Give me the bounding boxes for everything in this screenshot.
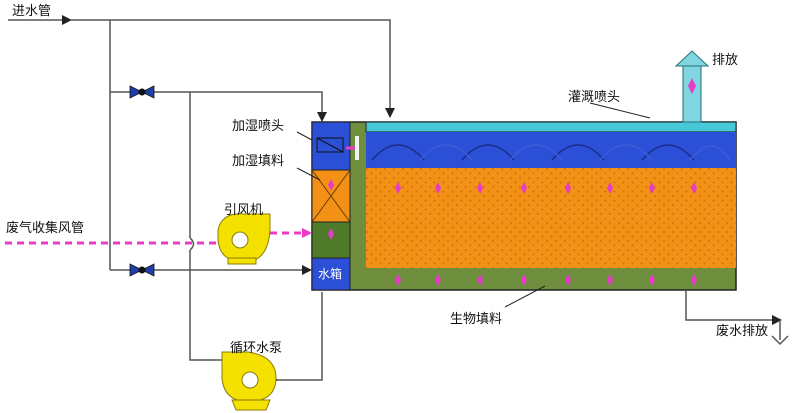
label-circulation-pump: 循环水泵 — [230, 341, 282, 356]
induced-fan-icon[interactable] — [217, 213, 271, 265]
bio-packing-bed — [366, 168, 736, 268]
circulation-pump-icon[interactable] — [221, 351, 277, 411]
humid-nozzle-icon — [316, 137, 344, 153]
label-induced-fan: 引风机 — [224, 203, 263, 218]
gas-flow-marker — [521, 182, 527, 194]
gas-flow-marker — [435, 274, 441, 286]
pump-suction — [189, 250, 222, 361]
packing-cross-b — [311, 169, 351, 223]
label-wastewater-discharge: 废水排放 — [716, 323, 768, 339]
gas-flow-marker — [565, 182, 571, 194]
gas-flow-marker — [328, 228, 334, 240]
drain-symbol — [771, 335, 789, 346]
wastewater-line — [685, 290, 782, 325]
valve-upper[interactable] — [129, 85, 155, 99]
label-inlet-pipe: 进水管 — [12, 4, 51, 19]
gas-flow-marker — [477, 274, 483, 286]
humid-feed — [110, 91, 327, 122]
leader-spray — [589, 102, 651, 119]
label-water-tank: 水箱 — [318, 266, 342, 281]
gas-flow-marker — [649, 274, 655, 286]
leader-humid-packing — [296, 167, 321, 181]
leader-bio-packing — [504, 285, 546, 308]
gas-flow-marker — [565, 274, 571, 286]
exhaust-flow-mark — [688, 78, 696, 94]
gas-flow-marker — [691, 274, 697, 286]
tank-to-pump — [268, 292, 323, 385]
exhaust-arrow — [674, 50, 710, 67]
label-bio-packing: 生物填料 — [450, 312, 502, 327]
humid-nozzle-mark — [316, 137, 344, 153]
water-tank-box — [311, 257, 351, 291]
gas-flow-marker — [477, 182, 483, 194]
label-exhaust: 排放 — [712, 53, 738, 68]
label-waste-gas-duct: 废气收集风管 — [6, 220, 84, 236]
gas-flow-marker — [328, 179, 334, 191]
top-cover — [365, 121, 737, 133]
gas-flow-marker — [607, 274, 613, 286]
gas-flow-marker — [607, 182, 613, 194]
leader-humid-nozzle — [296, 131, 313, 141]
gas-flow-marker — [395, 274, 401, 286]
gas-flow-marker — [691, 182, 697, 194]
gas-flow-marker — [649, 182, 655, 194]
biofilter-tank — [311, 121, 737, 291]
gas-flow-marker — [435, 182, 441, 194]
exhaust-stack — [674, 50, 710, 123]
pipe-crossover — [189, 237, 195, 251]
gas-flow-marker — [521, 274, 527, 286]
spray-arcs — [371, 144, 731, 161]
label-spray-nozzle: 灌溉喷头 — [568, 90, 620, 105]
label-humid-nozzle: 加湿喷头 — [232, 119, 284, 134]
gas-flow-marker — [395, 182, 401, 194]
gas-flow-markers — [328, 179, 697, 286]
label-humid-packing: 加湿填料 — [232, 154, 284, 169]
inlet-to-spray — [70, 19, 395, 118]
valve-lower[interactable] — [129, 263, 155, 277]
waste-gas-flow — [5, 136, 359, 245]
